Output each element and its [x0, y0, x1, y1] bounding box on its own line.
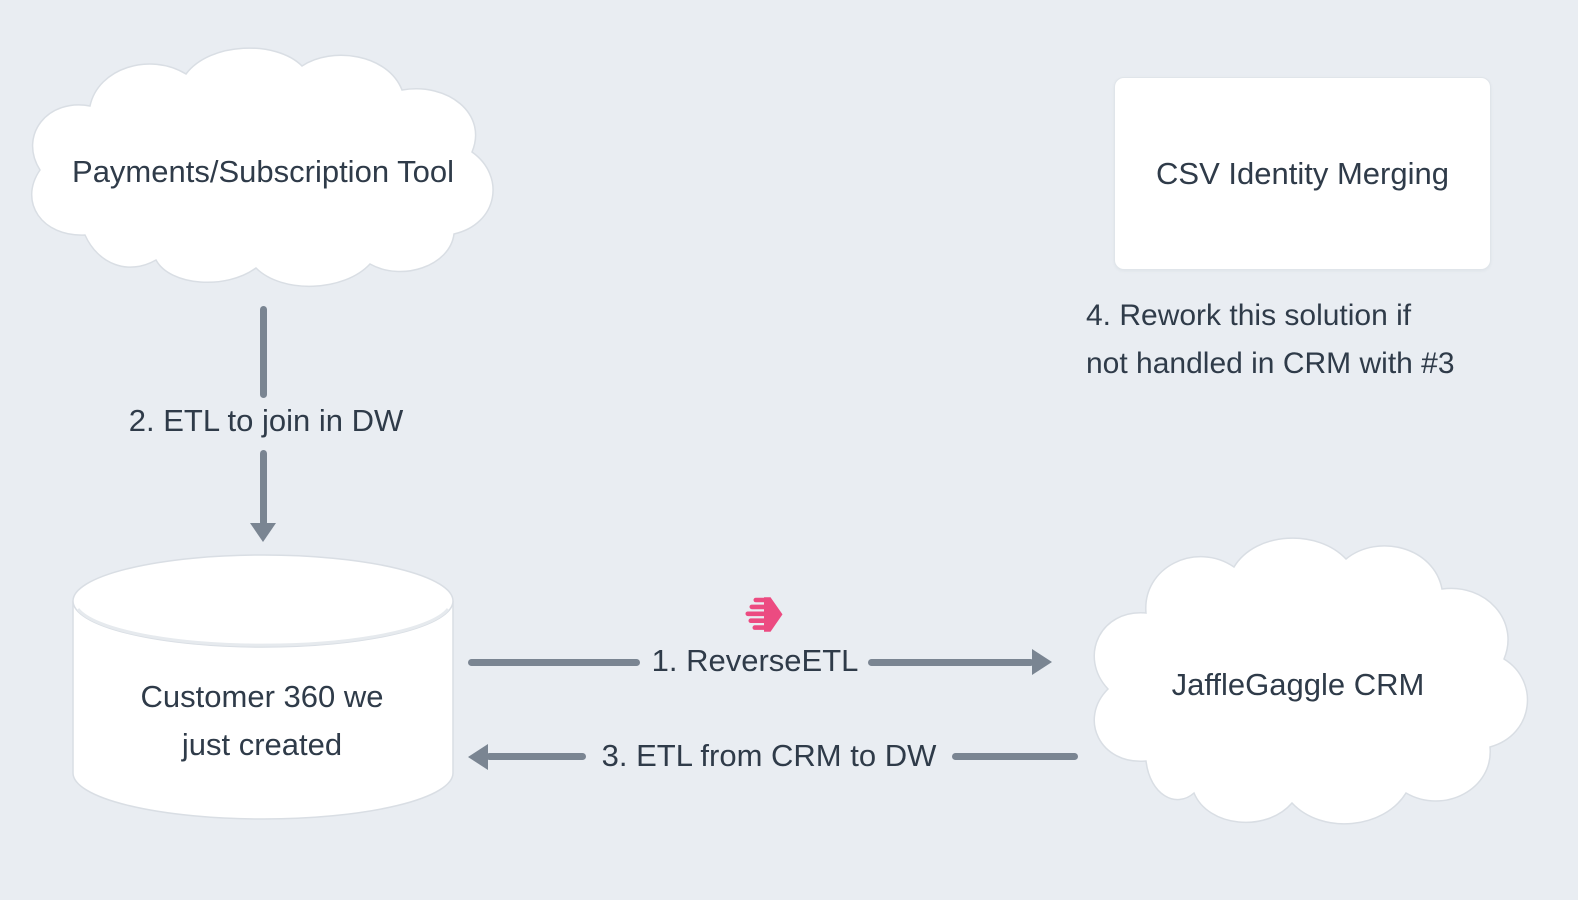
etl-to-dw-label: 2. ETL to join in DW [128, 403, 404, 438]
reverse-etl-label: 1. ReverseETL [651, 643, 859, 678]
crm-cloud-shape [1093, 537, 1529, 825]
crm-cloud-label: JaffleGaggle CRM [1171, 667, 1425, 702]
csv-identity-box: CSV Identity Merging [1114, 77, 1491, 270]
reverse-etl-arrow-line-left [468, 659, 640, 666]
payments-cloud-label: Payments/Subscription Tool [72, 154, 454, 189]
csv-identity-box-label: CSV Identity Merging [1156, 155, 1449, 191]
reverse-etl-arrow-line-right [868, 659, 1034, 666]
reverse-etl-arrowhead-icon [1032, 649, 1052, 675]
payments-cloud-shape [30, 47, 494, 287]
customer360-cylinder-shape [72, 554, 454, 820]
customer360-label-line2: just created [181, 727, 343, 762]
rework-note-line2: not handled in CRM with #3 [1086, 347, 1455, 380]
hightouch-logo-icon [745, 597, 783, 632]
cylinder-rim-shadow [76, 608, 450, 647]
etl-from-crm-arrow-line-left [486, 753, 586, 760]
etl-to-dw-arrowhead-icon [250, 523, 276, 542]
etl-to-dw-arrow-line-top [260, 306, 267, 398]
rework-note-line1: 4. Rework this solution if [1086, 299, 1412, 332]
etl-from-crm-arrow-line-right [952, 753, 1078, 760]
etl-to-dw-arrow-line-bottom [260, 450, 267, 526]
customer360-label-line1: Customer 360 we [140, 679, 384, 714]
rework-note: 4. Rework this solution if not handled i… [1086, 292, 1455, 388]
etl-from-crm-label: 3. ETL from CRM to DW [601, 738, 937, 773]
customer360-cylinder-label: Customer 360 we just created [141, 673, 384, 769]
etl-from-crm-arrowhead-icon [468, 744, 488, 770]
